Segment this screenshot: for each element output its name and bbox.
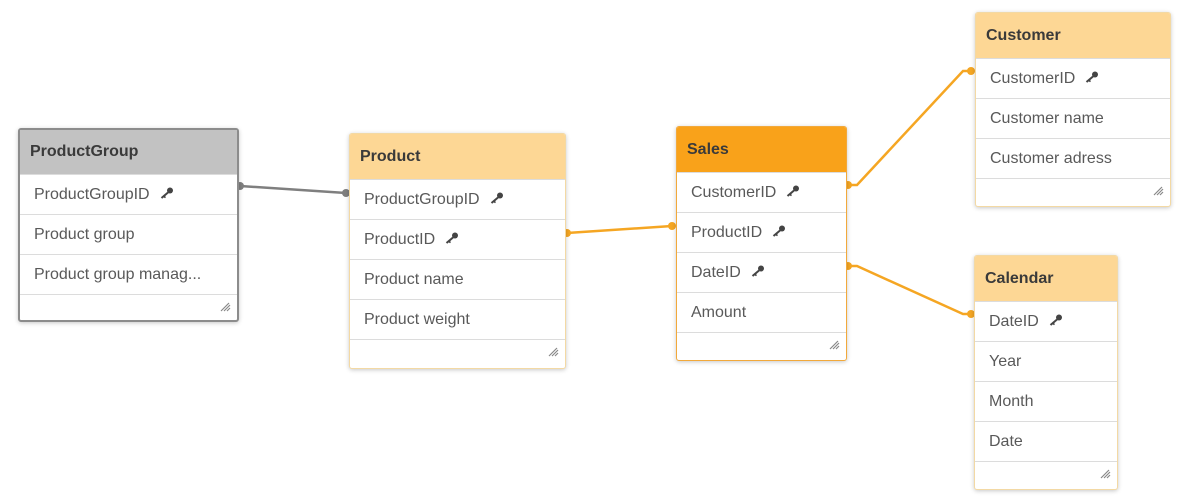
field-label: ProductID: [364, 231, 436, 249]
field-label: DateID: [691, 264, 741, 282]
field-label: Product group manag...: [34, 266, 202, 283]
field-productgroupid[interactable]: ProductGroupID: [20, 174, 237, 214]
table-footer: [976, 178, 1170, 205]
link-productgroup-product[interactable]: [239, 184, 347, 195]
key-icon: [751, 253, 765, 292]
table-product-title[interactable]: Product: [350, 134, 565, 179]
field-product-name[interactable]: Product name: [350, 259, 565, 299]
table-customer-title[interactable]: Customer: [976, 13, 1170, 58]
table-calendar[interactable]: Calendar DateID Year Month Date: [974, 255, 1118, 490]
field-productgroupid[interactable]: ProductGroupID: [350, 179, 565, 219]
resize-grip-icon[interactable]: [1152, 183, 1164, 201]
field-label: Product name: [364, 271, 464, 288]
field-year[interactable]: Year: [975, 341, 1117, 381]
field-customer-adress[interactable]: Customer adress: [976, 138, 1170, 178]
field-label: Product group: [34, 226, 135, 243]
table-sales-title[interactable]: Sales: [677, 127, 846, 172]
field-label: ProductGroupID: [364, 191, 480, 209]
link-dot: [967, 67, 975, 75]
field-product-group[interactable]: Product group: [20, 214, 237, 254]
resize-grip-icon[interactable]: [828, 337, 840, 355]
key-icon: [1085, 59, 1099, 98]
field-productid[interactable]: ProductID: [350, 219, 565, 259]
field-label: ProductID: [691, 224, 763, 242]
field-label: Customer adress: [990, 150, 1112, 167]
table-sales[interactable]: Sales CustomerID ProductID DateID Amount: [676, 126, 847, 361]
field-label: Product weight: [364, 311, 470, 328]
table-product[interactable]: Product ProductGroupID ProductID Product…: [349, 133, 566, 369]
field-date[interactable]: Date: [975, 421, 1117, 461]
field-productid[interactable]: ProductID: [677, 212, 846, 252]
table-productgroup[interactable]: ProductGroup ProductGroupID Product grou…: [18, 128, 239, 322]
field-label: Customer name: [990, 110, 1104, 127]
key-icon: [1049, 302, 1063, 341]
field-label: CustomerID: [990, 70, 1076, 88]
field-label: ProductGroupID: [34, 186, 150, 204]
field-label: Date: [989, 433, 1023, 450]
table-customer[interactable]: Customer CustomerID Customer name Custom…: [975, 12, 1171, 207]
resize-grip-icon[interactable]: [1099, 466, 1111, 484]
field-dateid[interactable]: DateID: [975, 301, 1117, 341]
field-label: Amount: [691, 304, 747, 321]
table-footer: [20, 294, 237, 320]
table-footer: [975, 461, 1117, 488]
field-label: Year: [989, 353, 1022, 370]
field-customerid[interactable]: CustomerID: [976, 58, 1170, 98]
key-icon: [786, 173, 800, 212]
link-product-sales[interactable]: [566, 224, 673, 235]
resize-grip-icon[interactable]: [219, 299, 231, 317]
key-icon: [445, 220, 459, 259]
field-label: Month: [989, 393, 1034, 410]
field-product-weight[interactable]: Product weight: [350, 299, 565, 339]
table-footer: [350, 339, 565, 366]
key-icon: [160, 175, 174, 214]
field-dateid[interactable]: DateID: [677, 252, 846, 292]
field-month[interactable]: Month: [975, 381, 1117, 421]
field-label: DateID: [989, 313, 1039, 331]
resize-grip-icon[interactable]: [547, 344, 559, 362]
link-dot: [668, 222, 676, 230]
link-sales-customer[interactable]: [848, 69, 971, 187]
field-label: CustomerID: [691, 184, 777, 202]
table-footer: [677, 332, 846, 359]
key-icon: [772, 213, 786, 252]
key-icon: [490, 180, 504, 219]
field-product-group-manager[interactable]: Product group manag...: [20, 254, 237, 294]
table-productgroup-title[interactable]: ProductGroup: [20, 130, 237, 174]
field-customerid[interactable]: CustomerID: [677, 172, 846, 212]
link-sales-calendar[interactable]: [848, 264, 971, 316]
field-amount[interactable]: Amount: [677, 292, 846, 332]
table-calendar-title[interactable]: Calendar: [975, 256, 1117, 301]
field-customer-name[interactable]: Customer name: [976, 98, 1170, 138]
